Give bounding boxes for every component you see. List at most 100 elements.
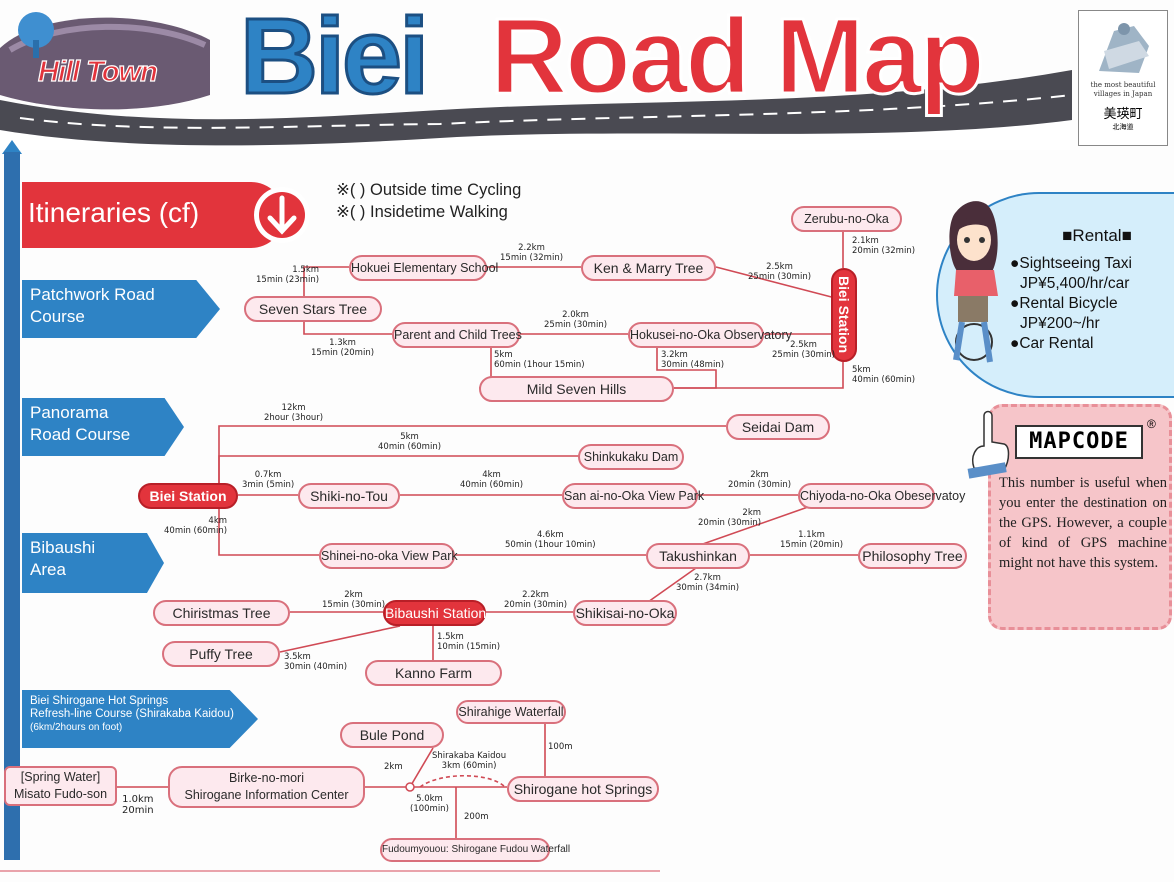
badge-emblem-icon (1099, 23, 1149, 73)
distance-bibaushi-shikisai: 2.2km 20min (30min) (504, 590, 568, 610)
course-bibaushi: Bibaushi Area (22, 533, 164, 593)
bottom-border (0, 870, 660, 872)
title-biei: Biei (238, 0, 430, 117)
itineraries-label: Itineraries (cf) (28, 197, 200, 228)
badge-town: 美瑛町 (1103, 107, 1143, 122)
place-biei-station[interactable]: Biei Station (138, 483, 238, 509)
distance-zerubu: 2.1km 20min (32min) (852, 236, 916, 256)
rental-bicycle: ●Rental Bicycle (1010, 295, 1118, 312)
rental-taxi-price: JP¥5,400/hr/car (1020, 275, 1130, 292)
place-kanno-farm[interactable]: Kanno Farm (365, 660, 502, 686)
place-hokuei-elementary[interactable]: Hokuei Elementary School (349, 255, 498, 281)
pointing-hand-icon (967, 410, 1010, 479)
course-shirogane: Biei Shirogane Hot Springs Refresh-line … (22, 690, 258, 748)
place-takushinkan[interactable]: Takushinkan (646, 543, 750, 569)
distance-bule: 2km (384, 762, 403, 772)
course-panorama-line1: Panorama (30, 403, 109, 422)
course-panorama: Panorama Road Course (22, 398, 184, 456)
rental-taxi: ●Sightseeing Taxi (1010, 255, 1132, 272)
badge-line1: the most beautiful (1090, 81, 1156, 89)
course-shirogane-line3: (6km/2hours on foot) (30, 722, 123, 733)
place-shikisai-no-oka[interactable]: Shikisai-no-Oka (573, 600, 677, 626)
place-puffy-tree[interactable]: Puffy Tree (162, 641, 280, 667)
mapcode-logo: MAPCODE (1015, 425, 1143, 459)
itineraries-banner: Itineraries (cf) (22, 182, 310, 248)
course-shirogane-line2: Refresh-line Course (Shirakaba Kaidou) (30, 708, 234, 720)
place-misato-fudo-son[interactable]: [Spring Water] Misato Fudo-son (4, 766, 117, 806)
place-parent-child-trees[interactable]: Parent and Child Trees (392, 322, 522, 348)
distance-biei-down: 4km 40min (60min) (164, 516, 228, 536)
distance-parent-mild: 5km 60min (1hour 15min) (494, 350, 585, 370)
rental-title: ■Rental■ (1062, 226, 1132, 245)
tree-icon (18, 12, 54, 48)
place-bule-pond[interactable]: Bule Pond (340, 722, 444, 748)
course-shirogane-line1: Biei Shirogane Hot Springs (30, 695, 169, 707)
distance-kanno: 1.5km 10min (15min) (437, 632, 501, 652)
distance-shiki: 0.7km 3min (5min) (242, 470, 295, 490)
distance-spring: 1.0km 20min (122, 794, 154, 816)
place-shinkukaku-dam[interactable]: Shinkukaku Dam (578, 444, 684, 470)
mapcode-registered: ® (1147, 417, 1156, 431)
distance-parent-hokusei: 2.0km 25min (30min) (544, 310, 608, 330)
cyclist-girl-icon (949, 201, 998, 363)
place-birke-no-mori[interactable]: Birke-no-mori Shirogane Information Cent… (168, 766, 365, 808)
mapcode-text: This number is useful when you enter the… (999, 475, 1167, 571)
distance-shinei-taku: 4.6km 50min (1hour 10min) (505, 530, 596, 550)
distance-puffy: 3.5km 30min (40min) (284, 652, 348, 672)
place-shiki-no-tou[interactable]: Shiki-no-Tou (298, 483, 400, 509)
badge-sub: 北海道 (1112, 123, 1134, 131)
place-seven-stars-tree[interactable]: Seven Stars Tree (244, 296, 382, 322)
course-bibaushi-line2: Area (30, 560, 66, 579)
distance-sanai: 4km 40min (60min) (460, 470, 524, 490)
place-christmas-tree[interactable]: Chiristmas Tree (153, 600, 290, 626)
down-arrow-icon (254, 187, 310, 243)
distance-seven-parent: 1.3km 15min (20min) (311, 338, 375, 358)
place-zerubu-no-oka[interactable]: Zerubu-no-Oka (791, 206, 902, 232)
place-shirahige-waterfall[interactable]: Shirahige Waterfall (456, 700, 566, 724)
distance-fudou: 200m (464, 812, 489, 822)
place-bibaushi-station[interactable]: Bibaushi Station (383, 600, 486, 626)
distance-seven-hokuei: 1.5km 15min (23min) (256, 265, 320, 285)
hill-town-logo: Hill Town (37, 55, 158, 88)
distance-hokuei-ken: 2.2km 15min (32min) (500, 243, 564, 263)
distance-chiyoda: 2km 20min (30min) (728, 470, 792, 490)
badge-line2: villages in Japan (1093, 90, 1153, 98)
place-hokusei-observatory[interactable]: Hokusei-no-Oka Observatory (628, 322, 792, 348)
place-sanai-view-park[interactable]: San ai-no-Oka View Park (562, 483, 704, 509)
village-badge: the most beautiful villages in Japan 美瑛町… (1078, 10, 1168, 146)
course-patchwork: Patchwork Road Course (22, 280, 220, 338)
place-seidai-dam[interactable]: Seidai Dam (726, 414, 830, 440)
distance-shirahige: 100m (548, 742, 573, 752)
distance-birke-shirogane: 5.0km (100min) (410, 794, 449, 814)
distance-philosophy: 1.1km 15min (20min) (780, 530, 844, 550)
course-patchwork-line1: Patchwork Road (30, 285, 155, 304)
distance-shinkukaku: 5km 40min (60min) (378, 432, 442, 452)
rental-bicycle-price: JP¥200~/hr (1020, 315, 1100, 332)
distance-hokusei-biei: 2.5km 25min (30min) (772, 340, 836, 360)
rental-car: ●Car Rental (1010, 335, 1094, 352)
course-bibaushi-line1: Bibaushi (30, 538, 96, 557)
place-philosophy-tree[interactable]: Philosophy Tree (858, 543, 967, 569)
place-mild-seven-hills[interactable]: Mild Seven Hills (479, 376, 674, 402)
place-shinei-view-park[interactable]: Shinei-no-oka View Park (319, 543, 458, 569)
distance-christmas: 2km 15min (30min) (322, 590, 386, 610)
place-ken-marry-tree[interactable]: Ken & Marry Tree (581, 255, 716, 281)
legend-walking: ※( ) Insidetime Walking (336, 203, 508, 221)
distance-kaidou: Shirakaba Kaidou 3km (60min) (432, 751, 507, 771)
header-graphic (0, 12, 1073, 150)
distance-seidai: 12km 2hour (3hour) (264, 403, 324, 423)
distance-biei-mild: 5km 40min (60min) (852, 365, 916, 385)
place-shirogane-hot-springs[interactable]: Shirogane hot Springs (507, 776, 659, 802)
place-biei-station-vertical[interactable]: Biei Station (831, 268, 857, 362)
legend-cycling: ※( ) Outside time Cycling (336, 181, 522, 199)
distance-shikisai: 2.7km 30min (34min) (676, 573, 740, 593)
rental-info: ■Rental■ ●Sightseeing Taxi JP¥5,400/hr/c… (1010, 226, 1174, 354)
sidebar-arrow (2, 140, 22, 860)
course-panorama-line2: Road Course (30, 425, 131, 444)
place-fudou-waterfall[interactable]: Fudoumyouou: Shirogane Fudou Waterfall (380, 838, 570, 862)
place-chiyoda-observatory[interactable]: Chiyoda-no-Oka Obeservatoy (798, 483, 965, 509)
distance-ken-biei: 2.5km 25min (30min) (748, 262, 812, 282)
hill-shape (0, 17, 210, 110)
